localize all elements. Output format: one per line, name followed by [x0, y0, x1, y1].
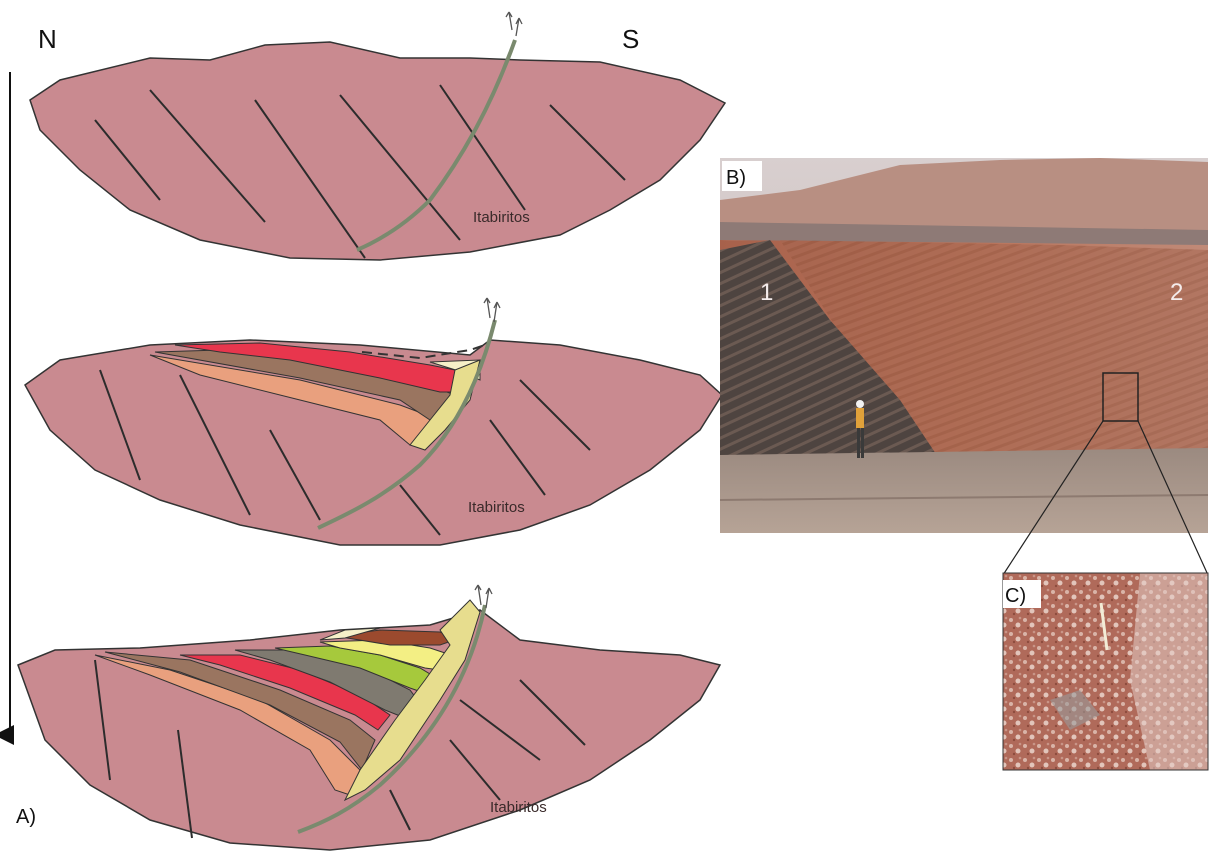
photo-marker-1: 1: [760, 279, 773, 306]
cross-section-2: Itabiritos: [25, 298, 722, 545]
rock-label-itabiritos: Itabiritos: [473, 209, 530, 226]
outcrop-photo: 1 2: [720, 158, 1208, 533]
fault-arrows-icon: [506, 12, 522, 36]
basement-block: [30, 42, 725, 260]
rock-label-itabiritos: Itabiritos: [490, 799, 547, 816]
fault-arrows-icon: [484, 298, 500, 322]
panel-b-label: B): [726, 167, 746, 189]
cross-section-3: Itabiritos: [18, 585, 720, 850]
photo-marker-2: 2: [1170, 279, 1183, 306]
person-figure: [856, 400, 864, 458]
north-label: N: [38, 24, 57, 54]
cross-section-1: Itabiritos: [30, 12, 725, 260]
south-label: S: [622, 24, 639, 54]
panel-c-label: C): [1005, 585, 1026, 607]
fault-arrows-icon: [475, 585, 492, 608]
rock-label-itabiritos: Itabiritos: [468, 499, 525, 516]
panel-a-label: A): [16, 806, 36, 828]
